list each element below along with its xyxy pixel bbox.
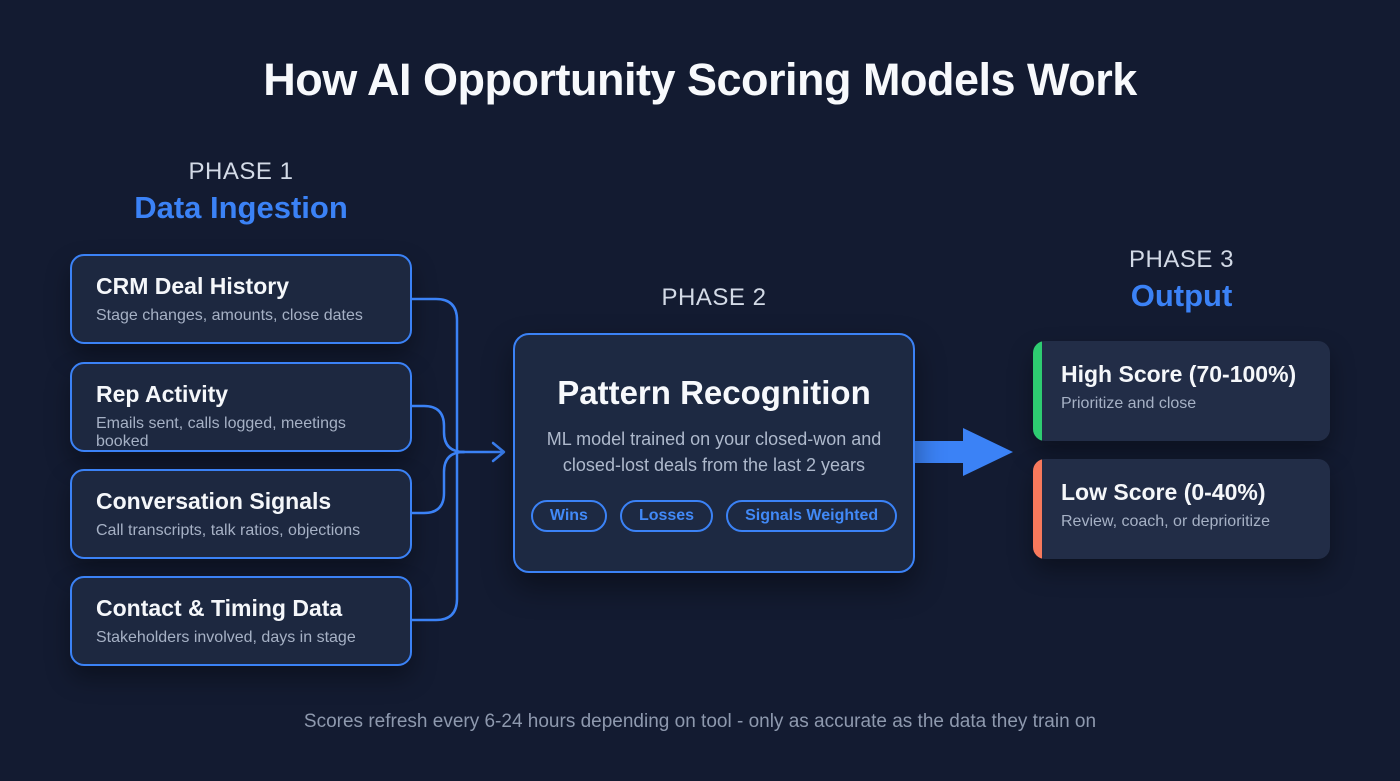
small-arrow-icon <box>491 441 506 463</box>
page-title: How AI Opportunity Scoring Models Work <box>263 54 1137 105</box>
box-title: CRM Deal History <box>96 273 289 299</box>
output-subtitle: Review, coach, or deprioritize <box>1061 513 1270 530</box>
pattern-recognition-title: Pattern Recognition <box>557 373 871 411</box>
box-subtitle: Emails sent, calls logged, meetings book… <box>96 415 346 450</box>
high-score-stripe <box>1033 341 1042 441</box>
phase3-name: Output <box>1130 278 1233 313</box>
box-title: Conversation Signals <box>96 488 332 514</box>
low-score-stripe <box>1033 459 1042 559</box>
phase3-heading: PHASE 3 Output <box>1033 246 1330 314</box>
box-title: Rep Activity <box>96 381 229 407</box>
footer-note: Scores refresh every 6-24 hours dependin… <box>303 711 1097 732</box>
input-box-crm-deal-history: CRM Deal History Stage changes, amounts,… <box>70 254 412 344</box>
phase2-label: PHASE 2 <box>661 284 767 311</box>
output-card-high-score: High Score (70-100%) Prioritize and clos… <box>1033 341 1330 441</box>
pill-wins: Wins <box>530 500 607 533</box>
pattern-recognition-box: Pattern Recognition ML model trained on … <box>513 333 915 573</box>
output-card-low-score: Low Score (0-40%) Review, coach, or depr… <box>1033 459 1330 559</box>
phase1-label: PHASE 1 <box>188 158 294 185</box>
phase3-label: PHASE 3 <box>1129 246 1234 273</box>
box-subtitle: Stage changes, amounts, close dates <box>96 307 363 324</box>
output-title: High Score (70-100%) <box>1061 361 1297 387</box>
output-subtitle: Prioritize and close <box>1061 395 1197 412</box>
phase2-heading: PHASE 2 <box>513 284 915 312</box>
input-box-conversation-signals: Conversation Signals Call transcripts, t… <box>70 469 412 559</box>
output-title: Low Score (0-40%) <box>1061 479 1266 505</box>
input-box-contact-timing-data: Contact & Timing Data Stakeholders invol… <box>70 576 412 666</box>
box-subtitle: Call transcripts, talk ratios, objection… <box>96 522 361 539</box>
signal-pill-row: Wins Losses Signals Weighted <box>530 500 898 533</box>
phase1-heading: PHASE 1 Data Ingestion <box>70 158 412 226</box>
box-subtitle: Stakeholders involved, days in stage <box>96 629 356 646</box>
pill-losses: Losses <box>619 500 714 533</box>
input-box-rep-activity: Rep Activity Emails sent, calls logged, … <box>70 362 412 452</box>
pill-signals-weighted: Signals Weighted <box>726 500 898 533</box>
box-title: Contact & Timing Data <box>96 595 343 621</box>
phase1-name: Data Ingestion <box>134 190 348 225</box>
flow-arrow-icon <box>913 428 1013 476</box>
pattern-recognition-description: ML model trained on your closed-won and … <box>546 428 882 475</box>
